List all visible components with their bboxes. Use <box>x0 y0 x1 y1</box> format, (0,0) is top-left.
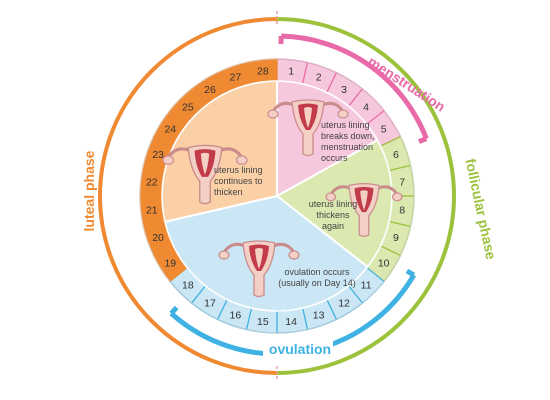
day-ring: 1234567891011121314151617181920212223242… <box>139 58 415 334</box>
luteal-description-line: thicken <box>214 187 243 197</box>
day-number-9: 9 <box>393 232 399 244</box>
day-number-4: 4 <box>363 102 369 114</box>
day-number-15: 15 <box>257 316 269 328</box>
day-number-25: 25 <box>182 102 194 114</box>
day-number-10: 10 <box>378 258 390 270</box>
follicular-phase-label: follicular phase <box>462 157 499 261</box>
day-number-28: 28 <box>257 65 269 77</box>
inner-circle-edge <box>161 80 393 312</box>
day-number-6: 6 <box>393 149 399 161</box>
menstruation-description-line: breaks down, <box>321 131 375 141</box>
uterus-menstruation-icon <box>267 99 349 157</box>
day-number-13: 13 <box>313 310 325 322</box>
follicular-description-line: uterus lining <box>309 199 358 209</box>
luteal-phase-label: luteal phase <box>81 150 97 231</box>
outer-circle-edge <box>139 58 415 334</box>
uterus-follicular-icon <box>325 182 403 237</box>
day-number-2: 2 <box>316 72 322 84</box>
follicular-description-line: thickens <box>316 210 350 220</box>
ovulation-label-plate <box>263 340 333 358</box>
day-number-22: 22 <box>146 176 158 188</box>
day-number-23: 23 <box>152 149 164 161</box>
day-number-3: 3 <box>341 84 347 96</box>
day-number-18: 18 <box>182 280 194 292</box>
ovulation-description-line: ovulation occurs <box>284 267 350 277</box>
day-number-8: 8 <box>399 205 405 217</box>
day-number-5: 5 <box>381 124 387 136</box>
menstruation-bracket <box>278 33 429 144</box>
day-number-19: 19 <box>164 258 176 270</box>
follicular-description-line: again <box>322 221 344 231</box>
uterus-luteal-icon <box>162 144 248 205</box>
menstruation-description-line: menstruation <box>321 142 373 152</box>
ovulation-label: ovulation <box>269 341 331 357</box>
day-number-17: 17 <box>204 297 216 309</box>
day-number-24: 24 <box>164 124 176 136</box>
menstruation-description-line: occurs <box>321 153 348 163</box>
luteal-description-line: uterus lining <box>214 165 263 175</box>
day-number-7: 7 <box>399 176 405 188</box>
day-number-27: 27 <box>230 72 242 84</box>
follicular-phase-ring <box>276 17 456 375</box>
day-number-16: 16 <box>230 310 242 322</box>
day-number-12: 12 <box>338 297 350 309</box>
luteal-phase-ring <box>98 17 278 375</box>
day-number-26: 26 <box>204 84 216 96</box>
uterus-illustrations <box>162 99 403 298</box>
day-number-11: 11 <box>361 280 372 292</box>
ovulation-description: ovulation occurs(usually on Day 14) <box>278 267 356 288</box>
ovulation-description-line: (usually on Day 14) <box>278 278 356 288</box>
day-number-14: 14 <box>285 316 297 328</box>
phase-rings <box>98 11 456 381</box>
uterus-ovulation-icon <box>218 240 300 298</box>
menstruation-description-line: uterus lining <box>321 120 370 130</box>
day-number-20: 20 <box>152 232 164 244</box>
day-number-1: 1 <box>288 65 294 77</box>
luteal-description-line: continues to <box>214 176 263 186</box>
day-number-21: 21 <box>146 205 158 217</box>
